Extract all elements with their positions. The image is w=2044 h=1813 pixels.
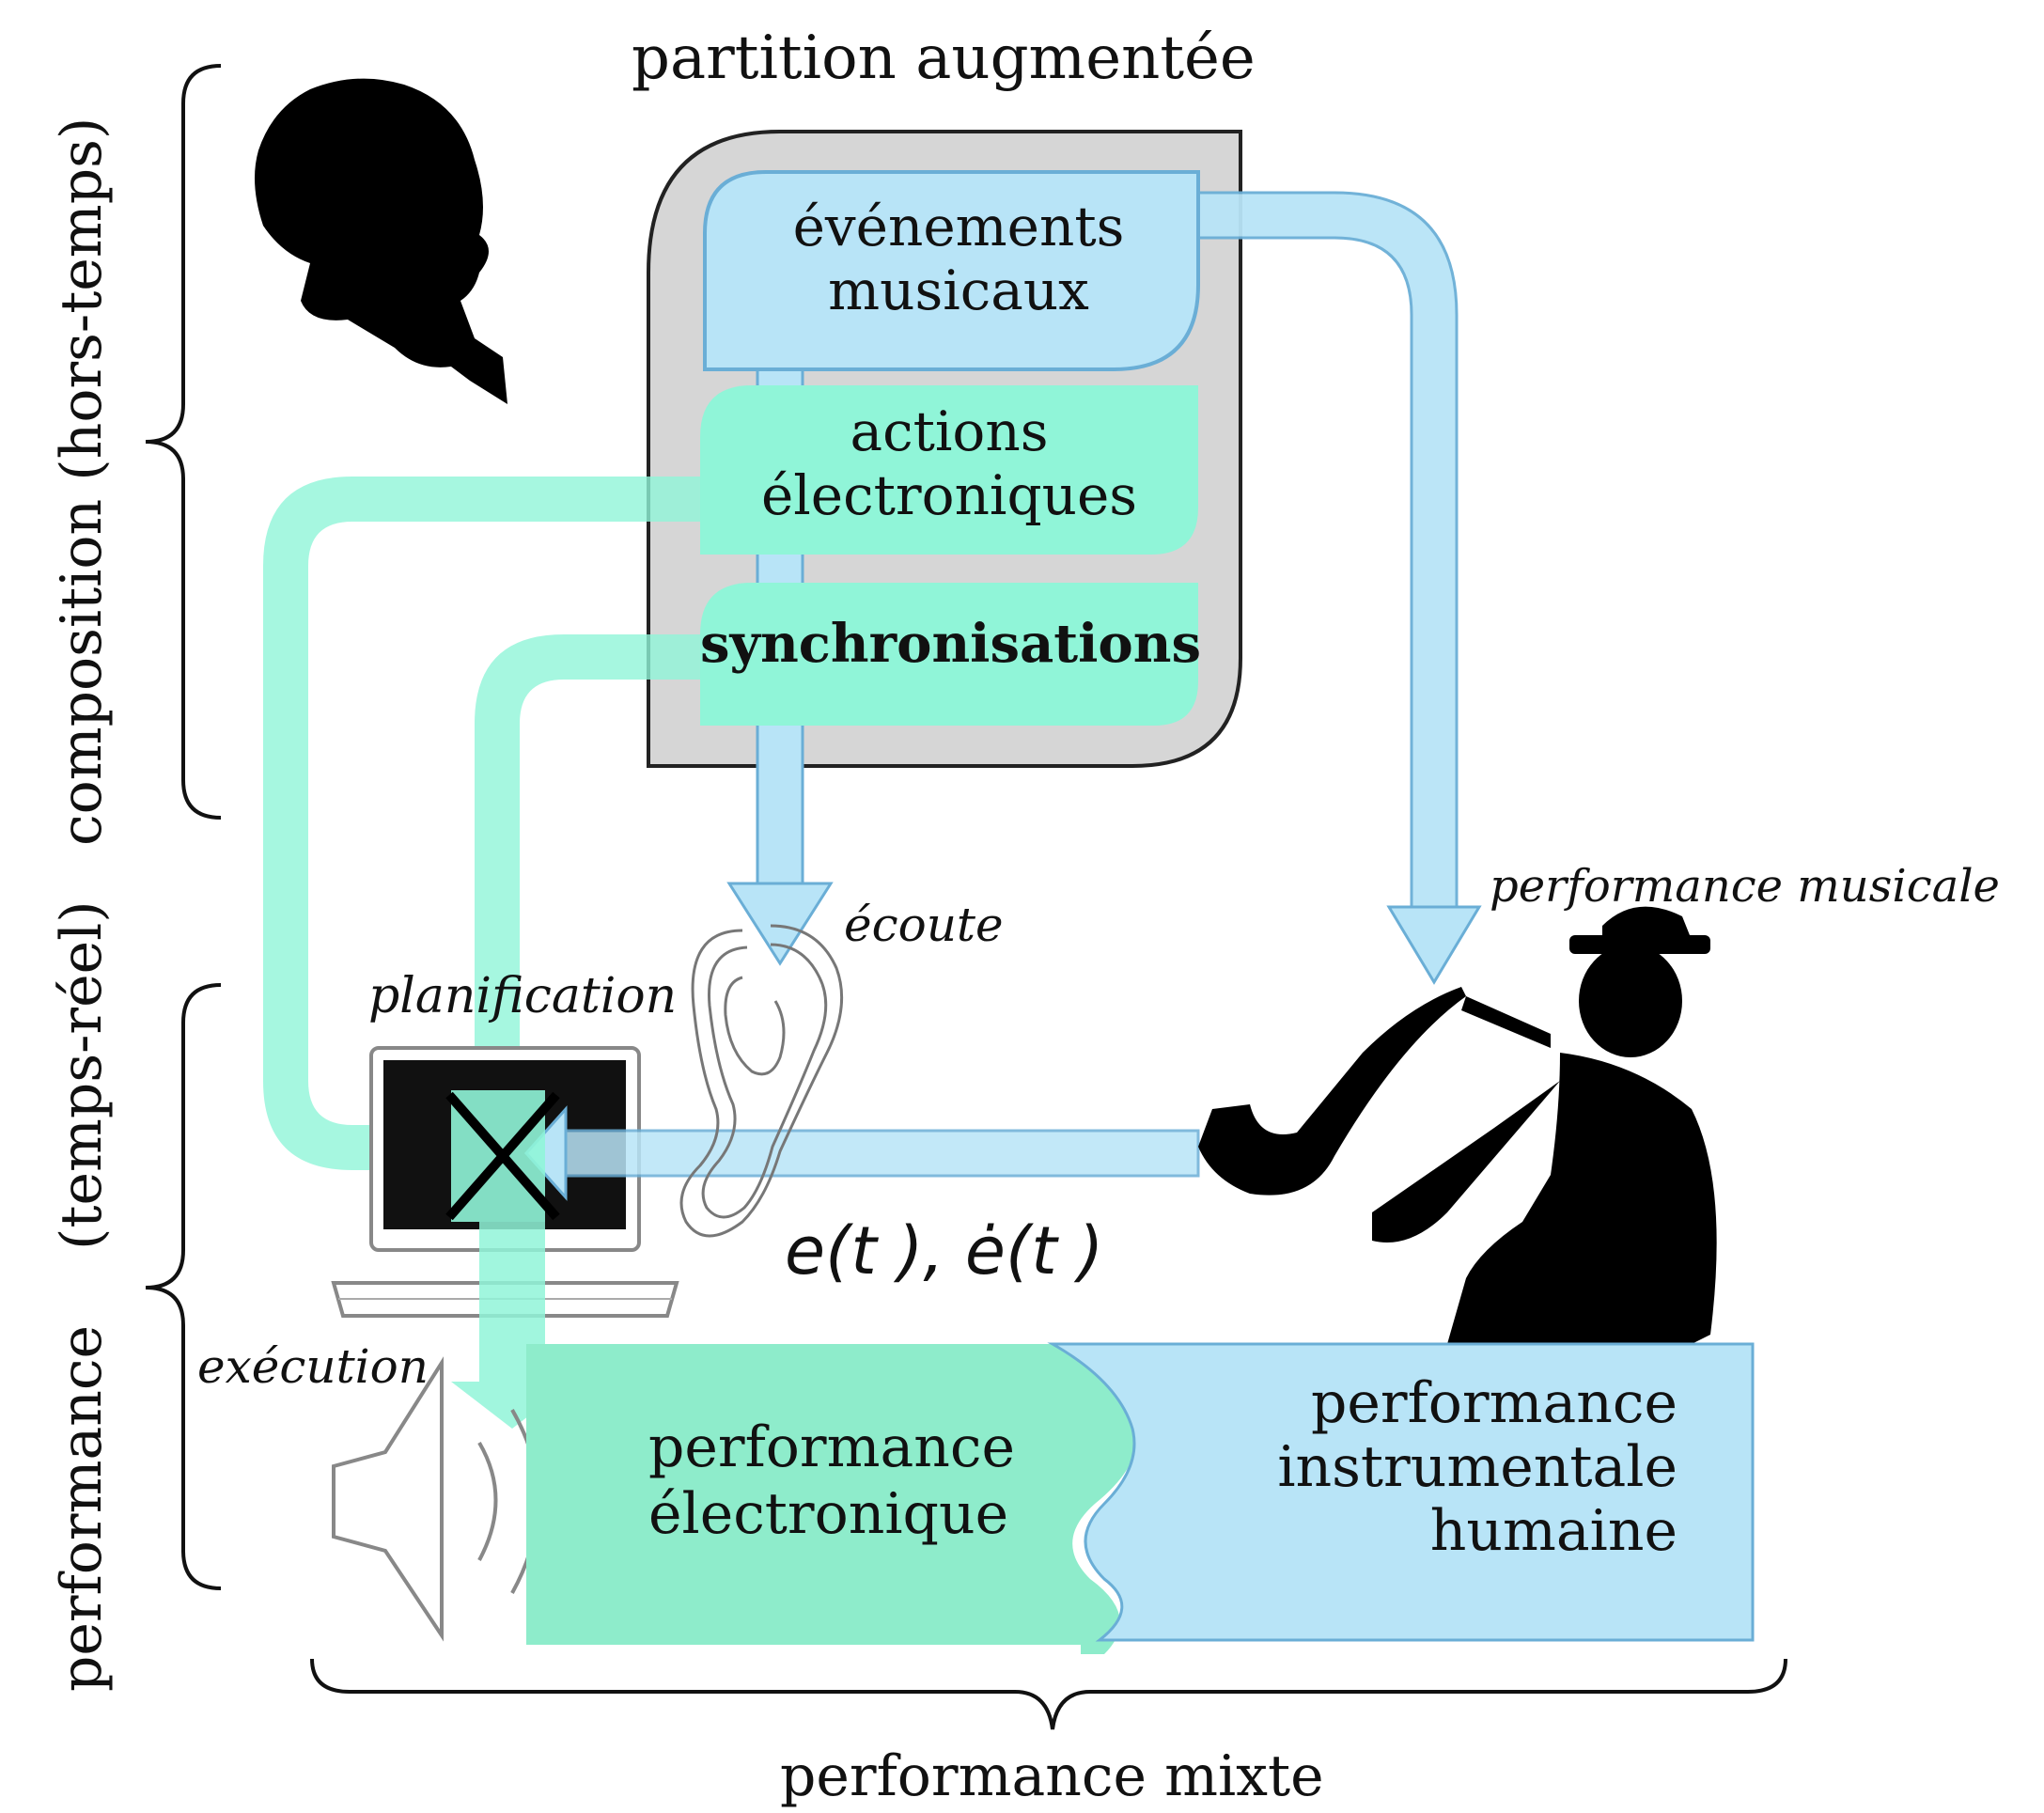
electronic-performance-area (526, 1344, 1138, 1654)
mixed-performance-label: performance mixte (780, 1743, 1324, 1809)
realtime-side-label: (temps-réel) (49, 900, 115, 1250)
execution-label: exécution (197, 1339, 429, 1394)
events-box (703, 170, 1200, 371)
performance-side-label: performance (49, 1324, 115, 1692)
composition-side-label: composition (hors-temps) (49, 117, 115, 846)
human-line-1: performance (1310, 1370, 1677, 1436)
sync-box (700, 583, 1198, 726)
actions-line-2: électroniques (760, 463, 1138, 528)
planning-cross-icon (445, 1090, 560, 1222)
actions-line-1: actions (850, 399, 1049, 463)
events-line-1: événements (792, 195, 1125, 258)
events-line-2: musicaux (828, 258, 1089, 323)
signal-label: e(t ), ė(t ) (785, 1212, 1104, 1289)
events-to-musician-arrow (1192, 191, 1482, 985)
electronic-performance-label: performance électronique (648, 1414, 1015, 1548)
mixed-performance-brace (310, 1658, 1787, 1730)
human-line-2: instrumentale (1277, 1433, 1677, 1500)
actions-label: actions électroniques (714, 399, 1184, 528)
saxophonist-silhouette-icon (1198, 906, 1717, 1344)
musician-to-computer-arrow (562, 1129, 1200, 1178)
events-label: événements musicaux (733, 195, 1184, 323)
human-performance-area (1047, 1342, 1755, 1642)
actions-to-computer-arrow (263, 477, 705, 1170)
listening-label: écoute (844, 898, 1004, 952)
performance-brace (145, 983, 222, 1590)
human-performance-label: performance instrumentale humaine (1250, 1370, 1677, 1564)
electronic-line-2: électronique (648, 1480, 1009, 1547)
composition-brace (145, 64, 222, 820)
ear-icon (679, 924, 844, 1238)
diagram-title: partition augmentée (632, 23, 1256, 93)
human-line-3: humaine (1429, 1497, 1677, 1564)
actions-box (700, 385, 1198, 555)
composer-silhouette-icon (255, 78, 507, 405)
musical-performance-label: performance musicale (1490, 860, 2000, 913)
sync-to-computer-arrow (475, 634, 705, 1090)
electronic-line-1: performance (648, 1414, 1016, 1480)
planning-label: planification (368, 968, 678, 1024)
sync-label: synchronisations (700, 613, 1201, 675)
